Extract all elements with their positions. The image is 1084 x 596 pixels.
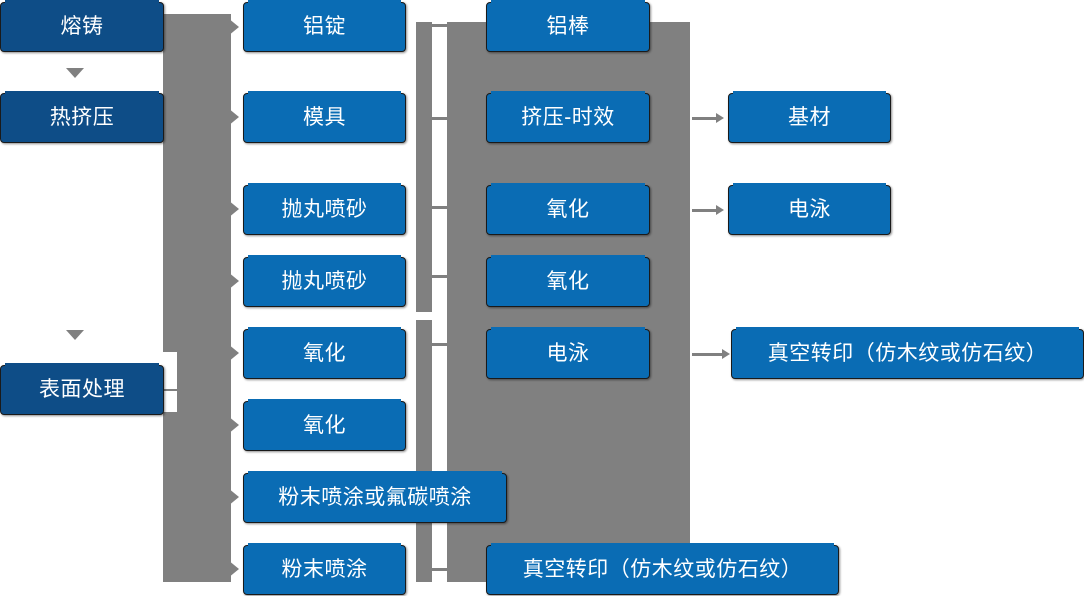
connector-rung-2 [432,117,450,120]
connector-left-trunk [163,14,231,582]
box-cap [491,183,645,186]
process-label: 粉末喷涂 [281,558,368,582]
box-cap [248,543,401,546]
process-label: 抛丸喷砂 [281,198,368,222]
process-box-mould[interactable]: 模具 [243,91,406,143]
process-box-oxidation-3[interactable]: 氧化 [486,183,650,235]
output-box-substrate[interactable]: 基材 [728,91,891,143]
arrow-stem [692,352,722,356]
box-cap [736,327,1079,330]
process-box-electrophoresis-1[interactable]: 电泳 [486,327,650,379]
arrow-head [722,349,730,359]
stage-box-surface-treatment[interactable]: 表面处理 [0,363,164,415]
box-cap [248,0,401,3]
process-box-aluminium-bar[interactable]: 铝棒 [486,0,650,52]
output-label: 基材 [788,106,831,130]
output-label: 真空转印（仿木纹或仿石纹） [767,342,1048,366]
box-cap [491,255,645,258]
process-label: 挤压-时效 [521,106,615,130]
arrow-stem [692,208,716,212]
arrow-to-col2-4 [228,272,239,290]
box-cap [5,363,159,366]
connector-line-surface [163,389,185,391]
process-box-powder-coating[interactable]: 粉末喷涂 [243,543,406,595]
stage-label: 熔铸 [60,15,104,39]
output-box-electrophoresis[interactable]: 电泳 [728,183,891,235]
process-label: 粉末喷涂或氟碳喷涂 [278,486,472,510]
connector-rung-1 [432,24,450,27]
stage-box-melting[interactable]: 熔铸 [0,0,164,52]
stage-label: 热挤压 [49,106,115,130]
process-box-extrusion-aging[interactable]: 挤压-时效 [486,91,650,143]
box-cap [5,0,159,3]
box-cap [248,91,401,94]
connector-down-arrow-lower [66,330,84,340]
process-label: 模具 [303,106,346,130]
process-box-powder-or-fluorocarbon-coating[interactable]: 粉末喷涂或氟碳喷涂 [243,471,507,523]
process-box-oxidation-4[interactable]: 氧化 [486,255,650,307]
box-cap [733,91,886,94]
process-box-vacuum-transfer-1[interactable]: 真空转印（仿木纹或仿石纹） [486,543,839,595]
process-label: 氧化 [546,270,590,294]
box-cap [248,255,401,258]
box-cap [491,327,645,330]
process-label: 铝棒 [546,15,590,39]
arrow-to-col2-2 [228,108,239,126]
process-box-shot-blasting-1[interactable]: 抛丸喷砂 [243,183,406,235]
arrow-to-col2-3 [228,200,239,218]
output-label: 电泳 [788,198,831,222]
connector-down-arrow-upper [66,68,84,78]
process-box-shot-blasting-2[interactable]: 抛丸喷砂 [243,255,406,307]
arrow-to-col2-7 [228,488,239,506]
process-label: 氧化 [303,414,346,438]
process-label: 氧化 [546,198,590,222]
connector-rung-4 [432,275,450,278]
arrow-to-col2-1 [228,18,239,36]
arrow-to-col4-3 [692,349,730,359]
connector-rung-5 [432,343,450,346]
arrow-head [716,113,724,123]
box-cap [491,0,645,3]
box-cap [5,91,159,94]
box-cap [248,399,401,402]
stage-box-hot-extrusion[interactable]: 热挤压 [0,91,164,143]
process-label: 真空转印（仿木纹或仿石纹） [522,558,803,582]
box-cap [491,91,645,94]
arrow-stem [692,116,716,120]
box-cap [491,543,834,546]
process-box-oxidation-1[interactable]: 氧化 [243,327,406,379]
arrow-to-col4-1 [692,113,724,123]
connector-rung-3 [432,206,450,209]
arrow-head [716,205,724,215]
box-cap [248,327,401,330]
connector-spine-lower [416,320,432,582]
arrow-to-col2-6 [228,416,239,434]
process-label: 电泳 [546,342,590,366]
arrow-to-col4-2 [692,205,724,215]
process-label: 抛丸喷砂 [281,270,368,294]
box-cap [733,183,886,186]
connector-notch-surface [163,352,177,412]
process-label: 铝锭 [303,15,346,39]
connector-rung-6 [432,568,450,571]
process-box-oxidation-2[interactable]: 氧化 [243,399,406,451]
output-box-vacuum-transfer[interactable]: 真空转印（仿木纹或仿石纹） [731,327,1084,379]
stage-label: 表面处理 [39,378,125,402]
arrow-to-col2-8 [228,560,239,578]
process-box-aluminium-ingot[interactable]: 铝锭 [243,0,406,52]
arrow-to-col2-5 [228,344,239,362]
box-cap [248,471,502,474]
box-cap [248,183,401,186]
process-label: 氧化 [303,342,346,366]
connector-spine-upper [416,22,432,312]
